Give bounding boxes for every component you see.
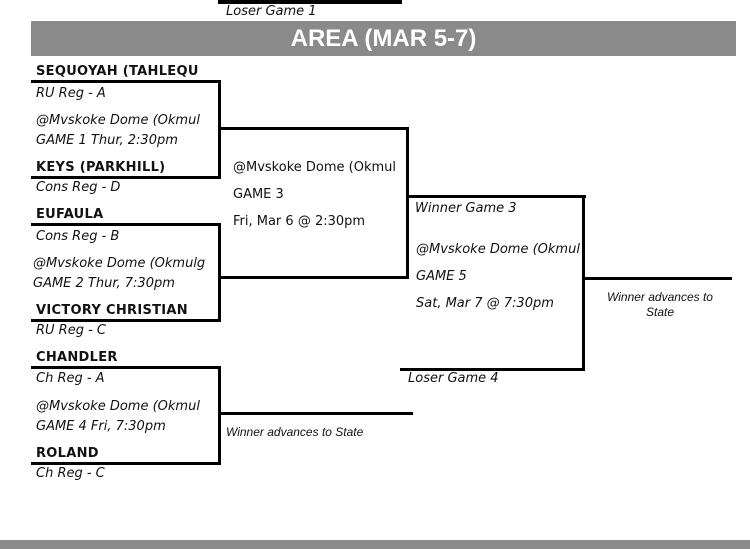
- game1-venue: @Mvskoke Dome (Okmul: [36, 113, 200, 128]
- game1-team-a: SEQUOYAH (TAHLEQU: [36, 64, 199, 79]
- game2-vertical: [218, 223, 221, 322]
- game2-team-a-seed: Cons Reg - B: [36, 229, 120, 244]
- game4-venue: @Mvskoke Dome (Okmul: [36, 399, 200, 414]
- game5-vertical: [582, 195, 585, 371]
- game5-bottom-label: Loser Game 4: [408, 371, 499, 386]
- game2-team-a: EUFAULA: [36, 207, 104, 222]
- game5-line-top: [406, 195, 586, 198]
- game4-advance-label: Winner advances to State: [226, 425, 364, 439]
- game4-team-a: CHANDLER: [36, 350, 118, 365]
- game2-line-a: [31, 223, 221, 226]
- game4-vertical: [218, 366, 221, 465]
- game5-number: GAME 5: [416, 269, 467, 284]
- game1-team-b: KEYS (PARKHILL): [36, 160, 166, 175]
- game2-line-b: [31, 319, 221, 322]
- game1-team-a-seed: RU Reg - A: [36, 86, 106, 101]
- game4-team-a-seed: Ch Reg - A: [36, 371, 105, 386]
- game4-line-a: [31, 366, 221, 369]
- game3-line-bottom: [218, 276, 409, 279]
- game3-venue: @Mvskoke Dome (Okmul: [233, 160, 397, 175]
- area-banner: AREA (MAR 5-7): [31, 21, 736, 56]
- game4-team-b: ROLAND: [36, 446, 99, 461]
- game2-team-b: VICTORY CHRISTIAN: [36, 303, 188, 318]
- game4-winner-line: [218, 412, 413, 415]
- game1-team-b-seed: Cons Reg - D: [36, 180, 121, 195]
- game5-venue: @Mvskoke Dome (Okmul: [416, 242, 580, 257]
- loser-game1-label: Loser Game 1: [226, 4, 317, 19]
- game5-line-bottom: [400, 368, 585, 371]
- game2-venue: @Mvskoke Dome (Okmulg: [33, 256, 206, 271]
- game1-line-a: [31, 80, 221, 83]
- game2-time: GAME 2 Thur, 7:30pm: [33, 276, 175, 291]
- game5-time: Sat, Mar 7 @ 7:30pm: [416, 296, 554, 311]
- game4-time: GAME 4 Fri, 7:30pm: [36, 419, 166, 434]
- game5-advance-line1: Winner advances to: [607, 290, 713, 304]
- bottom-bar: [0, 540, 750, 549]
- game4-line-b: [31, 462, 221, 465]
- top-connector-line: [218, 0, 402, 4]
- game1-time: GAME 1 Thur, 2:30pm: [36, 133, 178, 148]
- game4-team-b-seed: Ch Reg - C: [36, 466, 105, 481]
- game1-line-b: [31, 176, 221, 179]
- game5-top-label: Winner Game 3: [415, 201, 517, 216]
- game3-time: Fri, Mar 6 @ 2:30pm: [233, 214, 366, 229]
- game2-team-b-seed: RU Reg - C: [36, 323, 106, 338]
- game3-vertical: [406, 127, 409, 279]
- game5-winner-line: [582, 277, 732, 280]
- game3-line-top: [218, 127, 409, 130]
- game5-advance-line2: State: [645, 305, 675, 319]
- game3-number: GAME 3: [233, 187, 284, 202]
